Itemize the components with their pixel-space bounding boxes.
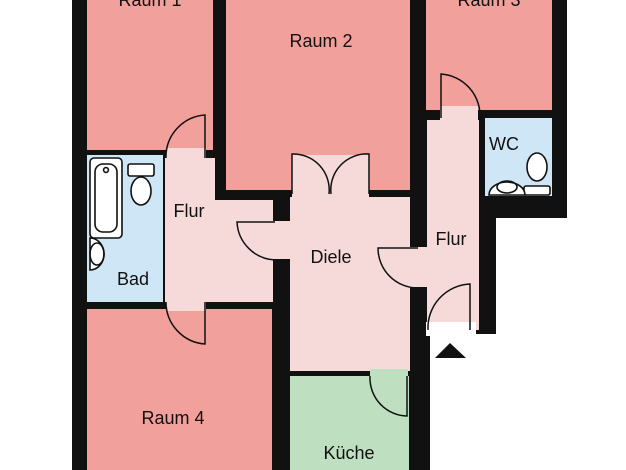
door-icon: [369, 375, 408, 417]
door-icon: [236, 221, 276, 261]
label-bad: Bad: [117, 269, 149, 289]
label-raum1: Raum 1: [118, 0, 181, 10]
door-icon: [165, 114, 206, 159]
toilet-icon: [127, 163, 155, 206]
room-diele: [290, 197, 410, 371]
door-icon: [330, 153, 370, 195]
room-raum1: [87, 0, 213, 150]
bathtub-icon: [89, 157, 123, 239]
toilet-icon: [523, 152, 551, 196]
room-kueche: [290, 376, 409, 470]
sink-icon: [488, 180, 526, 196]
label-wc: WC: [489, 134, 519, 154]
entrance-arrow-icon: [435, 343, 466, 358]
room-labels: Raum 1 Raum 2 Raum 3 WC Bad Flur Diele F…: [117, 0, 521, 463]
room-raum3: [426, 0, 552, 110]
label-raum2: Raum 2: [289, 31, 352, 51]
label-kueche: Küche: [323, 443, 374, 463]
door-icon: [427, 283, 471, 331]
label-diele: Diele: [310, 247, 351, 267]
doors: [165, 73, 481, 417]
room-flur-right: [427, 120, 479, 330]
room-raum4: [87, 309, 272, 470]
label-flur-left: Flur: [174, 201, 205, 221]
room-flur-left: [165, 158, 215, 302]
door-icon: [165, 301, 206, 345]
label-raum3: Raum 3: [457, 0, 520, 10]
room-flur-left-ext: [215, 200, 273, 302]
door-icon: [291, 153, 330, 195]
door-icon: [440, 73, 481, 119]
door-icon: [377, 247, 419, 289]
label-flur-right: Flur: [436, 229, 467, 249]
sink-icon: [89, 237, 105, 271]
label-raum4: Raum 4: [141, 408, 204, 428]
